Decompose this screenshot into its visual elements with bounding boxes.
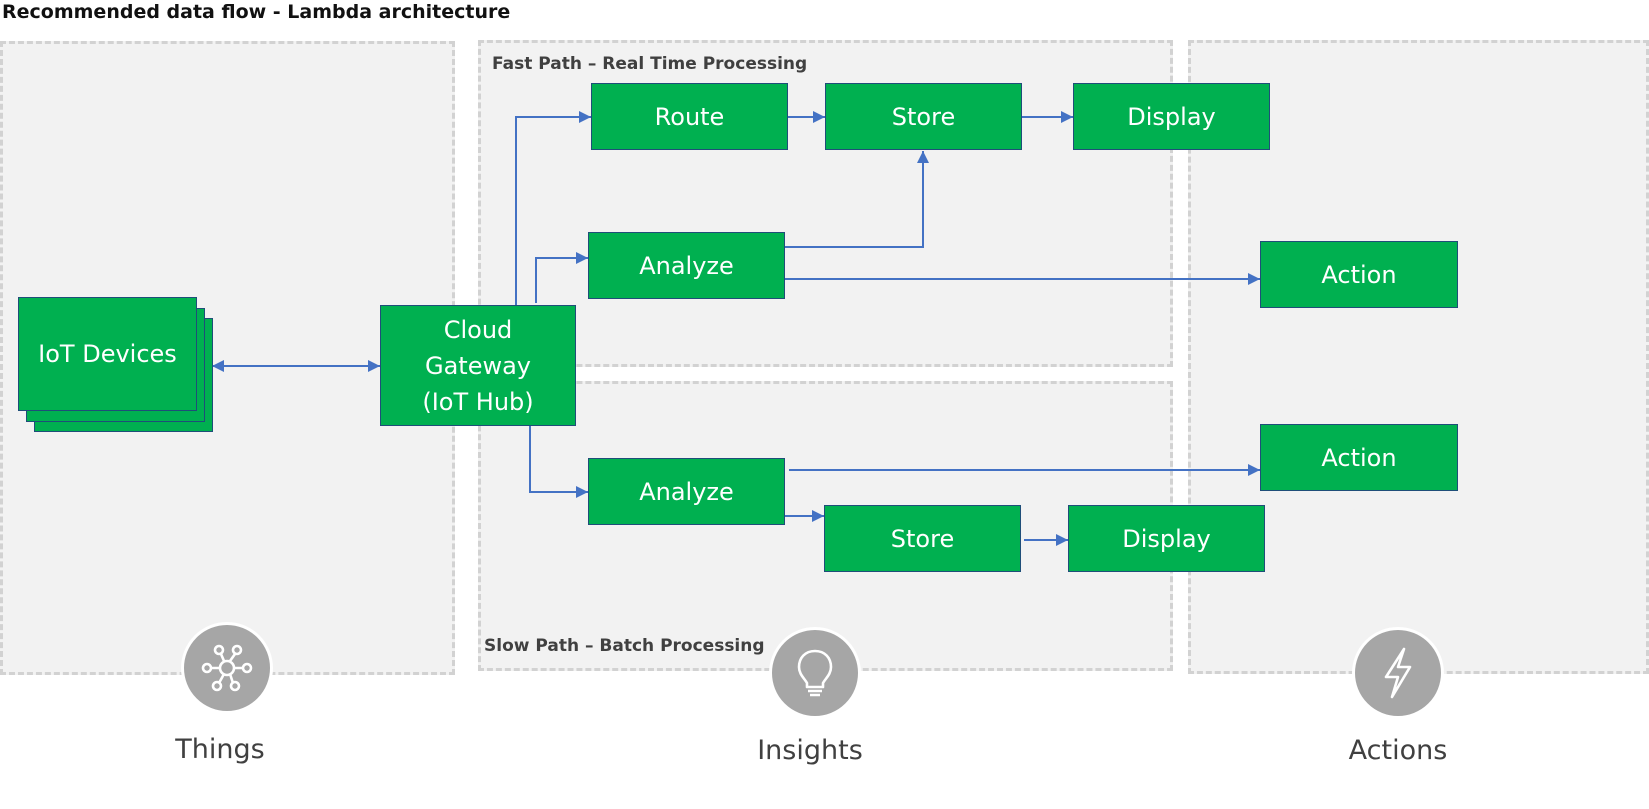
cloud-gateway-line-1: Cloud	[443, 315, 513, 344]
arrow-gateway-slow-analyze	[529, 425, 588, 498]
cloud-gateway-line-3: (IoT Hub)	[422, 387, 534, 416]
fast-store-box: Store	[825, 83, 1022, 150]
arrow-gateway-fast-analyze	[535, 252, 588, 303]
fast-display-box: Display	[1073, 83, 1270, 150]
fast-store-label: Store	[891, 102, 956, 131]
lightning-bolt-icon	[1352, 627, 1444, 719]
cloud-gateway-line-2: Gateway	[424, 351, 532, 380]
arrow-fast-analyze-store	[785, 151, 929, 248]
iot-devices-box: IoT Devices	[18, 297, 197, 411]
slow-display-label: Display	[1122, 524, 1211, 553]
fast-action-box: Action	[1260, 241, 1458, 308]
diagram-title: Recommended data flow - Lambda architect…	[2, 1, 511, 23]
fast-route-label: Route	[654, 102, 725, 131]
slow-store-box: Store	[824, 505, 1021, 572]
slow-store-label: Store	[890, 524, 955, 553]
fast-path-label: Fast Path – Real Time Processing	[492, 54, 808, 74]
cloud-gateway-box: Cloud Gateway (IoT Hub)	[380, 305, 576, 426]
slow-display-box: Display	[1068, 505, 1265, 572]
things-label: Things	[175, 734, 265, 765]
lightbulb-icon	[769, 627, 861, 719]
slow-analyze-label: Analyze	[639, 477, 734, 506]
slow-action-label: Action	[1321, 443, 1397, 472]
slow-analyze-box: Analyze	[588, 458, 785, 525]
actions-label: Actions	[1348, 735, 1448, 766]
fast-analyze-box: Analyze	[588, 232, 785, 299]
insights-label: Insights	[757, 735, 863, 766]
hub-network-icon	[181, 622, 273, 714]
slow-action-box: Action	[1260, 424, 1458, 491]
slow-path-label: Slow Path – Batch Processing	[484, 636, 765, 656]
fast-display-label: Display	[1127, 102, 1216, 131]
fast-route-box: Route	[591, 83, 788, 150]
fast-action-label: Action	[1321, 260, 1397, 289]
iot-devices-label: IoT Devices	[38, 340, 177, 368]
arrow-gateway-route	[515, 111, 591, 306]
fast-analyze-label: Analyze	[639, 251, 734, 280]
